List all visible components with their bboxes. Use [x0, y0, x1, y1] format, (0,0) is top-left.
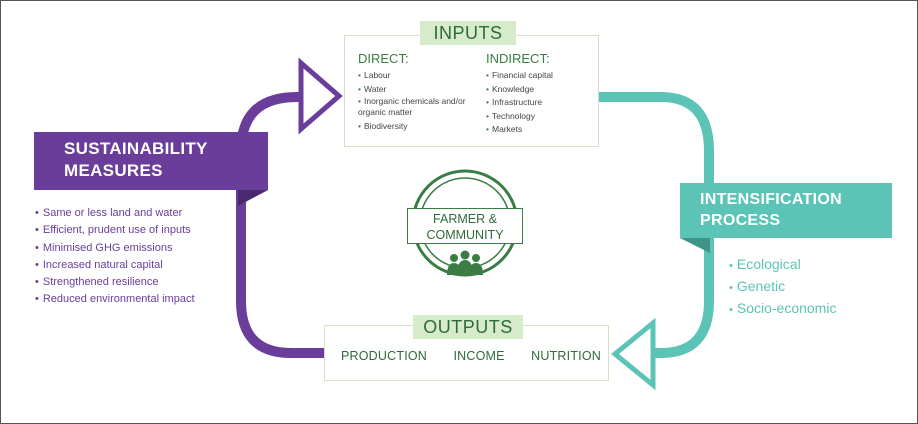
- sustainability-item: Increased natural capital: [35, 257, 195, 274]
- center-line1: FARMER &: [433, 212, 497, 226]
- intensification-item: Socio-economic: [729, 298, 837, 320]
- sustainability-title-line2: MEASURES: [64, 161, 163, 180]
- inputs-title: INPUTS: [420, 21, 516, 45]
- direct-item: Labour: [358, 69, 478, 83]
- intensification-title-line2: PROCESS: [700, 212, 781, 229]
- purple-arrowhead: [298, 57, 343, 135]
- intensification-item: Ecological: [729, 254, 836, 276]
- direct-item: Water: [358, 83, 478, 97]
- indirect-item: Financial capital: [486, 69, 591, 83]
- indirect-title: INDIRECT:: [486, 51, 550, 66]
- teal-arrowhead: [611, 317, 656, 391]
- intensification-banner-fold: [680, 238, 710, 253]
- community-icon: [447, 250, 483, 275]
- output-item-income: INCOME: [453, 349, 505, 363]
- indirect-item: Markets: [486, 123, 591, 137]
- sustainability-title-line1: SUSTAINABILITY: [64, 139, 208, 158]
- farmer-community-label: FARMER & COMMUNITY: [407, 208, 523, 244]
- sustainability-item: Minimised GHG emissions: [35, 240, 195, 257]
- indirect-item: Technology: [486, 110, 591, 124]
- outputs-list: PRODUCTION INCOME NUTRITION: [341, 349, 601, 363]
- direct-item: Biodiversity: [358, 120, 478, 134]
- intensification-banner: INTENSIFICATION PROCESS: [680, 183, 892, 238]
- sustainability-banner-fold: [238, 190, 268, 206]
- outputs-title: OUTPUTS: [413, 315, 523, 339]
- sustainability-item: Efficient, prudent use of inputs: [35, 222, 195, 239]
- sustainability-banner: SUSTAINABILITY MEASURES: [34, 132, 268, 190]
- direct-item: Inorganic chemicals and/or organic matte…: [358, 96, 478, 120]
- sustainability-item: Strengthened resilience: [35, 274, 195, 291]
- sustainability-item: Reduced environmental impact: [35, 291, 195, 308]
- indirect-list: Financial capital Knowledge Infrastructu…: [486, 69, 591, 137]
- direct-title: DIRECT:: [358, 51, 409, 66]
- purple-loop-arrow: [236, 92, 324, 358]
- intensification-item: Genetic: [729, 276, 836, 298]
- indirect-item: Infrastructure: [486, 96, 591, 110]
- sustainability-item: Same or less land and water: [35, 205, 195, 222]
- output-item-production: PRODUCTION: [341, 349, 428, 363]
- sustainability-list: Same or less land and water Efficient, p…: [35, 205, 195, 309]
- direct-list: Labour Water Inorganic chemicals and/or …: [358, 69, 478, 134]
- output-item-nutrition: NUTRITION: [531, 349, 601, 363]
- center-line2: COMMUNITY: [426, 228, 504, 242]
- indirect-item: Knowledge: [486, 83, 591, 97]
- intensification-title-line1: INTENSIFICATION: [700, 191, 842, 208]
- intensification-list: Ecological Genetic Socio-economic: [729, 254, 837, 320]
